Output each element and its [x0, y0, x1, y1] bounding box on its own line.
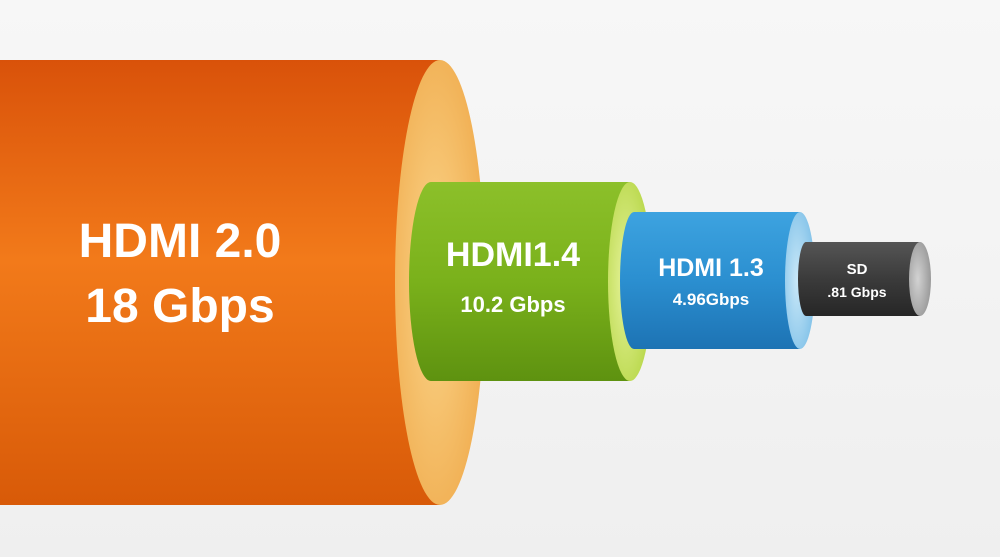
hdmi-1-4-label: HDMI1.4	[445, 236, 581, 274]
hdmi-2-0-speed: 18 Gbps	[85, 280, 275, 333]
hdmi-1-4-cylinder	[409, 182, 652, 381]
sd-cylinder	[798, 242, 931, 316]
hdmi-1-3-speed: 4.96Gbps	[672, 290, 750, 309]
hdmi-1-4-speed: 10.2 Gbps	[460, 292, 566, 317]
sd-label: SD	[846, 261, 868, 278]
sd-speed: .81 Gbps	[827, 284, 887, 300]
hdmi-1-3-label: HDMI 1.3	[658, 254, 764, 282]
hdmi-2-0-label: HDMI 2.0	[78, 215, 282, 268]
